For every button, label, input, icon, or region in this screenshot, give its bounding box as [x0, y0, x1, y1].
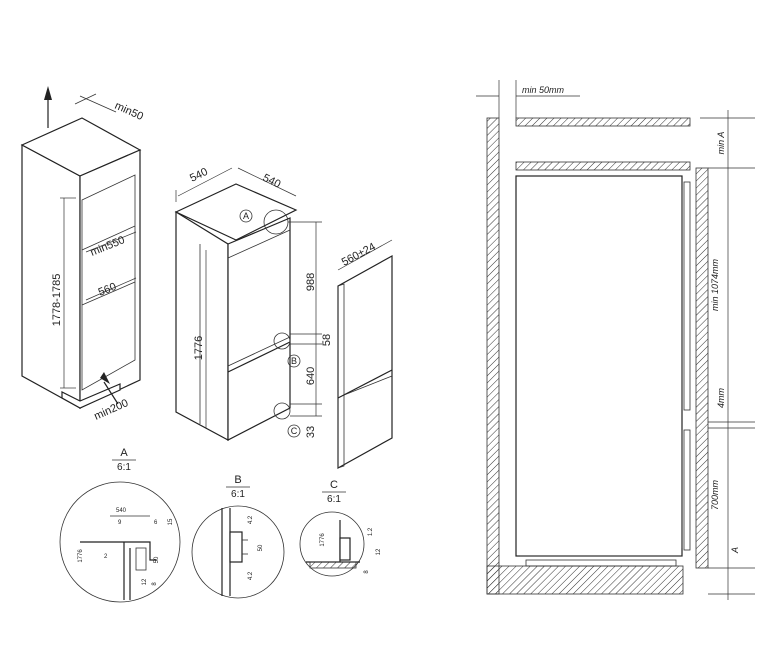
- detail-a-dim-4: 15: [168, 518, 174, 525]
- section-lower-vent-label: 700mm: [710, 479, 720, 510]
- section-appliance: [515, 175, 683, 557]
- detail-a-dim-1: 1776: [78, 549, 84, 563]
- cabinet-bottom-vent-label: min200: [92, 397, 130, 423]
- section-bottom-clearance-label: A: [730, 547, 740, 554]
- section-top-clearance-label: min A: [716, 132, 726, 155]
- detail-a-dim-8: 8: [152, 582, 158, 586]
- detail-a-frame: [59, 481, 181, 603]
- door-panel: [337, 254, 393, 470]
- cabinet-plinth: [61, 383, 121, 409]
- detail-b-frame: [191, 505, 285, 599]
- detail-a-title: A: [120, 447, 128, 459]
- fridge-height-label: 1776: [193, 336, 205, 360]
- detail-b-title: B: [234, 474, 241, 486]
- detail-c-title: C: [330, 479, 338, 491]
- fridge-gap-label: 58: [321, 334, 333, 346]
- section-mid-gap-label: 4mm: [716, 387, 726, 408]
- detail-b-dim-1: 50: [258, 544, 264, 551]
- cabinet-height-label: 1778-1785: [51, 274, 63, 327]
- fridge-upper-height-label: 988: [305, 273, 317, 291]
- detail-a-dim-2: 9: [118, 520, 122, 526]
- fridge-front-face: [227, 217, 291, 441]
- detail-c-dim-1: 1.2: [368, 527, 374, 536]
- section-right-wall: [695, 167, 709, 569]
- section-left-wall: [486, 117, 500, 595]
- detail-b-circle: [273, 332, 291, 350]
- detail-a: A 6:1 540 1776 9 6 15 2 50 12 8: [59, 447, 181, 603]
- fridge-bottom-label: 33: [305, 426, 317, 438]
- detail-c-circle: [273, 402, 291, 420]
- detail-a-dim-5: 2: [104, 554, 108, 560]
- detail-b-marker: B: [291, 356, 297, 366]
- section-top-shelf: [515, 117, 691, 127]
- fridge-view: 540 540 1776 988 58 640 33 A B C: [174, 166, 333, 442]
- detail-c-dim-0: 1776: [320, 533, 326, 547]
- detail-c-marker: C: [291, 426, 298, 436]
- cabinet-top-vent-label: min50: [113, 100, 145, 123]
- detail-a-marker: A: [243, 211, 249, 221]
- airflow-bottom-arrow: [103, 381, 119, 405]
- detail-c-dim-3: 8: [364, 570, 370, 574]
- fridge-lower-height-label: 640: [305, 367, 317, 385]
- section-upper-vent-label: min 1074mm: [710, 258, 720, 311]
- detail-c-frame: [299, 511, 365, 577]
- detail-a-dim-0: 540: [116, 508, 127, 514]
- detail-a-dim-3: 6: [154, 520, 158, 526]
- detail-a-dim-7: 12: [142, 578, 148, 585]
- detail-c: C 6:1 1776 1.2 12 8: [299, 479, 382, 577]
- section-floor: [486, 565, 684, 595]
- detail-c-dim-2: 12: [376, 548, 382, 555]
- section-top-gap-label: min 50mm: [522, 85, 565, 95]
- section-view: min 50mm min A min 1074mm 4mm 700mm A: [476, 80, 755, 600]
- door-panel-width-label: 560±24: [340, 241, 378, 269]
- detail-a-scale: 6:1: [117, 462, 131, 473]
- cabinet-opening: [81, 174, 136, 391]
- detail-b-scale: 6:1: [231, 489, 245, 500]
- fridge-side-face: [175, 210, 229, 442]
- detail-b-dim-2: 4.2: [248, 571, 254, 580]
- fridge-top-face: [174, 183, 298, 241]
- section-vent-shelf: [515, 161, 691, 171]
- detail-c-scale: 6:1: [327, 494, 341, 505]
- fridge-width-label: 540: [188, 166, 210, 185]
- door-panel-view: 560±24: [337, 239, 393, 470]
- detail-b: B 6:1 4.2 50 4.2: [191, 474, 285, 599]
- cabinet-view: min50 1778-1785 min550 560 min200: [20, 86, 145, 423]
- detail-a-circle: [263, 209, 289, 235]
- cabinet-side-face: [79, 149, 141, 409]
- detail-a-dim-6: 50: [154, 556, 160, 563]
- detail-b-dim-0: 4.2: [248, 515, 254, 524]
